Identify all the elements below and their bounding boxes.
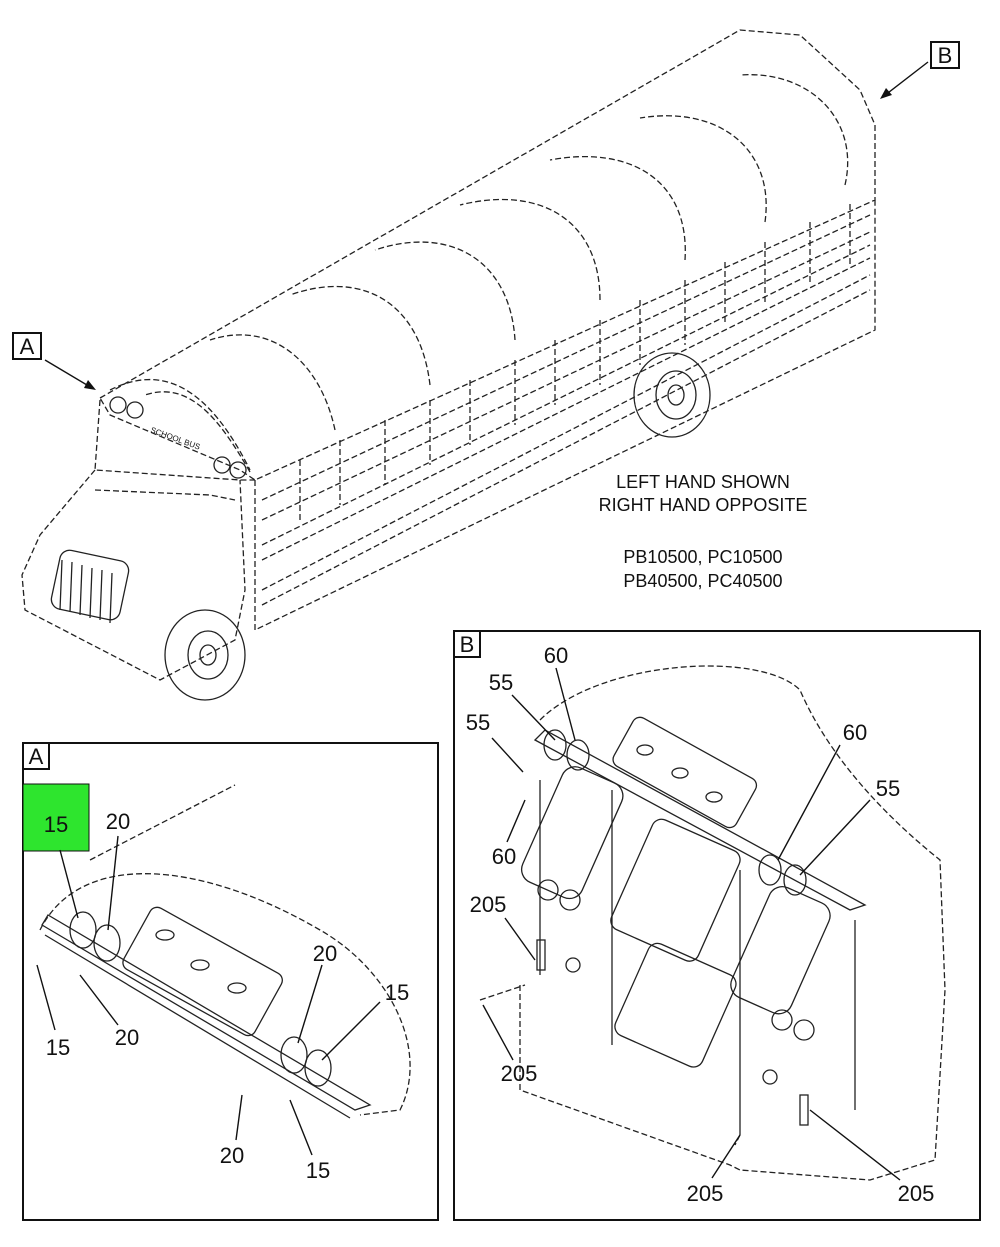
callout-60-top: 60 (544, 643, 568, 668)
highlight-box (22, 783, 90, 852)
callout-60-right: 60 (843, 720, 867, 745)
callout-55-right: 55 (876, 776, 900, 801)
view-a-letter: A (20, 334, 35, 359)
callout-15-left: 15 (46, 1035, 70, 1060)
callout-20-bottom: 20 (220, 1143, 244, 1168)
model-list-2: PB40500, PC40500 (623, 571, 782, 591)
front-wheel (164, 609, 246, 701)
note-left-hand: LEFT HAND SHOWN (616, 472, 790, 492)
callout-20-top: 20 (106, 809, 130, 834)
bus-sign: SCHOOL BUS (149, 425, 201, 451)
callout-205-upper-left: 205 (470, 892, 507, 917)
callout-15-bottom: 15 (306, 1158, 330, 1183)
callout-15-highlight: 15 (44, 812, 68, 837)
callout-55-top: 55 (489, 670, 513, 695)
detail-a-letter: A (29, 744, 44, 769)
detail-a: A 15 20 20 15 20 15 2 (22, 742, 439, 1221)
callout-205-lower-left: 205 (501, 1061, 538, 1086)
bus-overview: SCHOOL BUS A B (12, 29, 960, 701)
detail-b: B (453, 630, 981, 1221)
callout-205-bottom-right: 205 (898, 1181, 935, 1206)
callout-20-right: 20 (313, 941, 337, 966)
note-right-hand: RIGHT HAND OPPOSITE (599, 495, 808, 515)
callout-15-right: 15 (385, 980, 409, 1005)
view-b-pointer: B (880, 41, 960, 99)
callout-60-left: 60 (492, 844, 516, 869)
rear-wheel (633, 352, 711, 438)
callout-205-bottom-center: 205 (687, 1181, 724, 1206)
callout-20-left: 20 (115, 1025, 139, 1050)
detail-b-letter: B (460, 632, 475, 657)
model-list-1: PB10500, PC10500 (623, 547, 782, 567)
view-a-pointer: A (12, 332, 96, 390)
view-b-letter: B (938, 43, 953, 68)
callout-55-left: 55 (466, 710, 490, 735)
notes: LEFT HAND SHOWN RIGHT HAND OPPOSITE PB10… (599, 472, 808, 591)
